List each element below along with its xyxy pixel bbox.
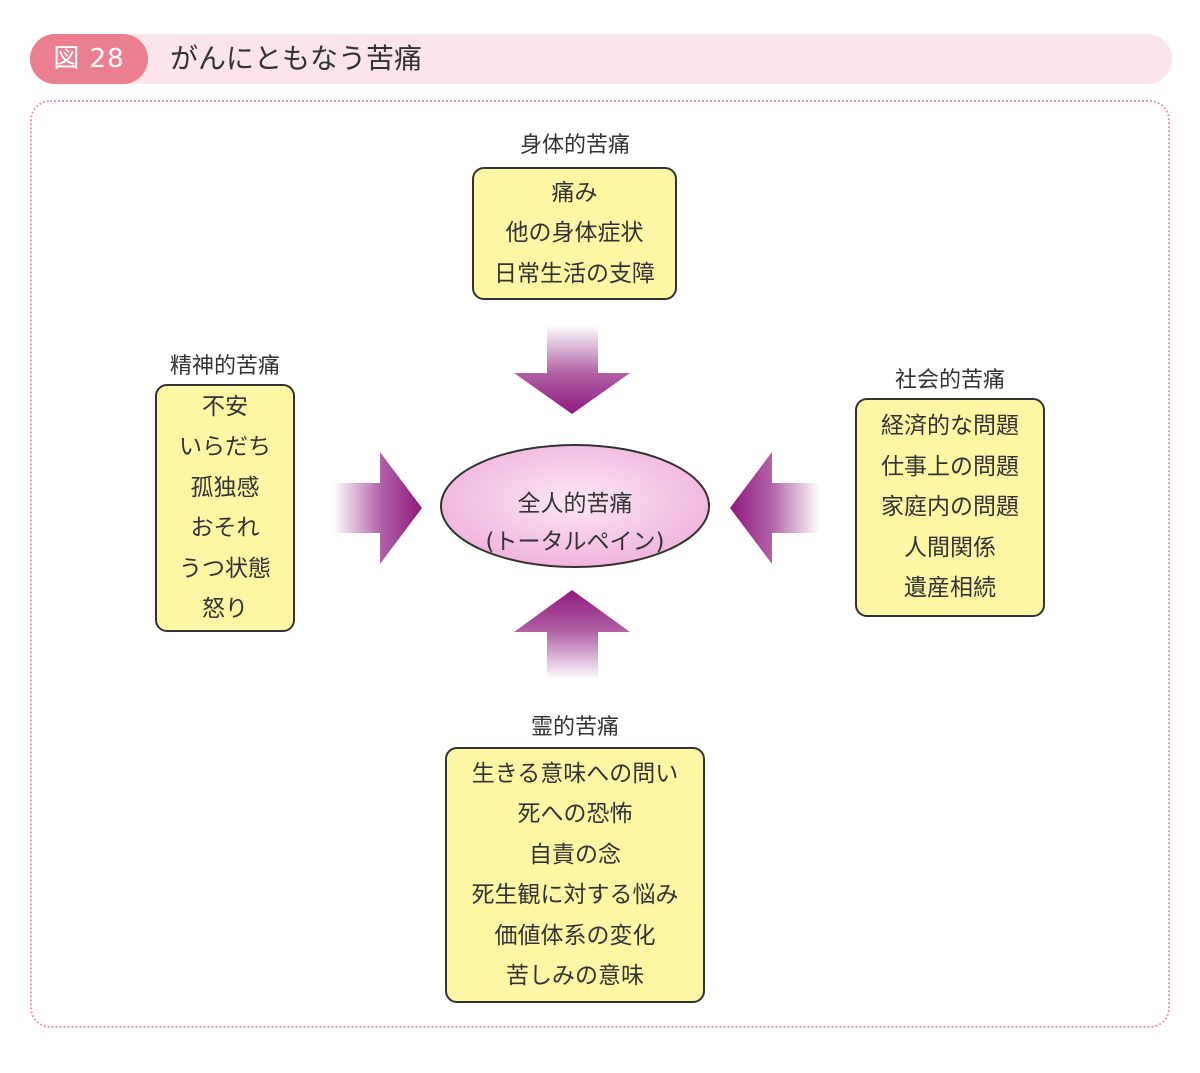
arrow-from-spiritual xyxy=(514,590,630,680)
spiritual-pain-item: 価値体系の変化 xyxy=(494,922,656,949)
figure-number-badge: 図 28 xyxy=(30,34,148,84)
spiritual-pain-item: 生きる意味への問い xyxy=(471,760,679,787)
mental-pain-heading: 精神的苦痛 xyxy=(169,354,280,379)
mental-pain-item: 不安 xyxy=(202,393,248,420)
mental-pain-item: 孤独感 xyxy=(190,474,260,501)
social-pain-item: 仕事上の問題 xyxy=(881,453,1019,480)
social-pain-heading: 社会的苦痛 xyxy=(894,368,1005,393)
spiritual-pain-item: 苦しみの意味 xyxy=(506,963,644,989)
arrow-from-social xyxy=(730,452,820,564)
arrow-from-physical xyxy=(514,325,630,414)
physical-pain-box: 痛み 他の身体症状 日常生活の支障 xyxy=(472,167,677,300)
spiritual-pain-box: 生きる意味への問い 死への恐怖 自責の念 死生観に対する悩み 価値体系の変化 苦… xyxy=(445,747,705,1003)
arrow-from-mental xyxy=(333,452,422,564)
figure-title: がんにともなう苦痛 xyxy=(170,42,423,75)
mental-pain-item: 怒り xyxy=(202,596,248,622)
physical-pain-item: 他の身体症状 xyxy=(505,220,644,247)
mental-pain-item: おそれ xyxy=(190,515,260,541)
physical-pain-item: 日常生活の支障 xyxy=(494,260,655,287)
spiritual-pain-item: 死生観に対する悩み xyxy=(471,882,679,908)
social-pain-box: 経済的な問題 仕事上の問題 家庭内の問題 人間関係 遺産相続 xyxy=(855,398,1045,617)
mental-pain-item: いらだち xyxy=(179,434,271,460)
social-pain-item: 経済的な問題 xyxy=(881,413,1019,440)
total-pain-ellipse xyxy=(440,444,710,568)
total-pain-subtitle: (トータルペイン) xyxy=(485,528,665,555)
social-pain-item: 家庭内の問題 xyxy=(881,494,1019,521)
diagram-frame xyxy=(30,100,1170,1028)
physical-pain-item: 痛み xyxy=(551,179,598,206)
spiritual-pain-item: 死への恐怖 xyxy=(517,801,633,827)
total-pain-title: 全人的苦痛 xyxy=(517,490,633,517)
social-pain-item: 遺産相続 xyxy=(904,575,996,602)
total-pain-label: 全人的苦痛 (トータルペイン) xyxy=(440,460,710,585)
spiritual-pain-heading: 霊的苦痛 xyxy=(530,715,619,740)
mental-pain-item: うつ状態 xyxy=(179,555,271,582)
title-bar: 図 28 がんにともなう苦痛 xyxy=(30,34,1172,84)
physical-pain-heading: 身体的苦痛 xyxy=(519,133,630,158)
mental-pain-box: 不安 いらだち 孤独感 おそれ うつ状態 怒り xyxy=(155,384,295,632)
social-pain-item: 人間関係 xyxy=(904,534,996,561)
spiritual-pain-item: 自責の念 xyxy=(529,841,621,868)
